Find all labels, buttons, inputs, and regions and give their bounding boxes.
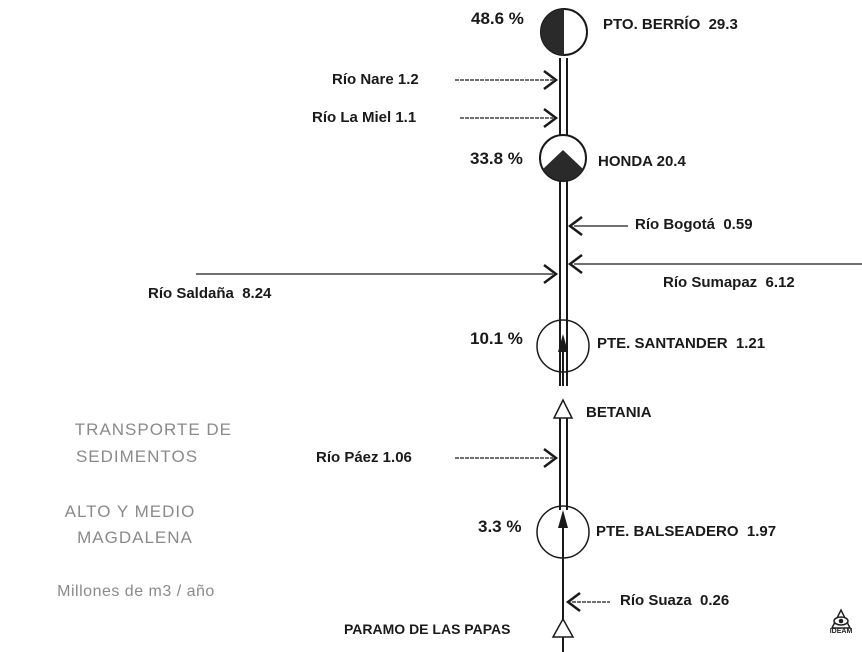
sumapaz-name: Río Sumapaz bbox=[663, 274, 758, 291]
la-miel-label: Río La Miel 1.1 bbox=[312, 109, 417, 126]
bogota-name: Río Bogotá bbox=[635, 216, 715, 233]
pto-berrio-percent: 48.6 % bbox=[471, 9, 524, 28]
la-miel-arrowhead-icon bbox=[543, 108, 559, 128]
honda-value: 20.4 bbox=[656, 153, 686, 170]
paramo-triangle-icon bbox=[551, 617, 575, 638]
saldana-name: Río Saldaña bbox=[148, 285, 234, 302]
eye-logo-icon bbox=[830, 608, 852, 629]
station-honda-marker bbox=[539, 134, 587, 182]
flow-arrows bbox=[558, 334, 568, 560]
sumapaz-label: Río Sumapaz 6.12 bbox=[663, 274, 795, 292]
units-label: Millones de m3 / año bbox=[57, 583, 215, 600]
paramo-label: PARAMO DE LAS PAPAS bbox=[344, 621, 511, 637]
station-pto-berrio-marker bbox=[540, 8, 588, 56]
betania-triangle-icon bbox=[552, 398, 574, 419]
paez-arrowhead-icon bbox=[543, 448, 559, 468]
bogota-value: 0.59 bbox=[723, 216, 753, 233]
bogota-label: Río Bogotá 0.59 bbox=[635, 216, 753, 234]
up-arrow-icon bbox=[558, 334, 568, 352]
pte-balseadero-name: PTE. BALSEADERO bbox=[596, 523, 739, 540]
side-title-line-3: ALTO Y MEDIO bbox=[64, 502, 196, 521]
pto-berrio-value: 29.3 bbox=[708, 16, 738, 33]
station-pte-santander-marker bbox=[536, 319, 590, 373]
pte-santander-value: 1.21 bbox=[735, 335, 766, 352]
ideam-logo: IDEAM bbox=[826, 608, 856, 642]
saldana-value: 8.24 bbox=[242, 285, 272, 302]
bogota-arrowhead-icon bbox=[567, 216, 583, 236]
logo-text: IDEAM bbox=[829, 628, 853, 635]
saldana-arrowhead-icon bbox=[543, 264, 559, 284]
saldana-label: Río Saldaña 8.24 bbox=[148, 285, 271, 303]
betania-label: BETANIA bbox=[586, 404, 652, 421]
suaza-value: 0.26 bbox=[700, 592, 730, 609]
side-title-line-1: TRANSPORTE DE bbox=[74, 420, 232, 439]
tributary-arrows bbox=[196, 70, 862, 612]
pte-balseadero-label: PTE. BALSEADERO 1.97 bbox=[596, 523, 776, 541]
pte-santander-label: PTE. SANTANDER 1.21 bbox=[597, 335, 765, 353]
nare-label: Río Nare 1.2 bbox=[332, 71, 419, 88]
pte-santander-percent: 10.1 % bbox=[470, 329, 523, 348]
pte-santander-name: PTE. SANTANDER bbox=[597, 335, 728, 352]
suaza-label: Río Suaza 0.26 bbox=[620, 592, 729, 610]
pto-berrio-name: PTO. BERRÍO bbox=[603, 16, 701, 33]
paez-label: Río Páez 1.06 bbox=[316, 449, 412, 466]
side-title-line-4: MAGDALENA bbox=[77, 528, 193, 547]
suaza-arrowhead-icon bbox=[565, 592, 581, 612]
sumapaz-value: 6.12 bbox=[765, 274, 795, 291]
nare-arrowhead-icon bbox=[543, 70, 559, 90]
station-pte-balseadero-marker bbox=[536, 505, 590, 559]
honda-percent: 33.8 % bbox=[470, 149, 523, 168]
side-title-line-2: SEDIMENTOS bbox=[75, 447, 199, 466]
up-arrow-icon bbox=[558, 510, 568, 528]
pte-balseadero-value: 1.97 bbox=[746, 523, 777, 540]
pte-balseadero-percent: 3.3 % bbox=[478, 517, 522, 536]
pto-berrio-label: PTO. BERRÍO 29.3 bbox=[603, 16, 738, 34]
suaza-name: Río Suaza bbox=[620, 592, 692, 609]
honda-label: HONDA 20.4 bbox=[598, 153, 686, 171]
sumapaz-arrowhead-icon bbox=[567, 254, 583, 274]
main-river-channel bbox=[559, 58, 568, 652]
honda-name: HONDA bbox=[598, 153, 653, 170]
